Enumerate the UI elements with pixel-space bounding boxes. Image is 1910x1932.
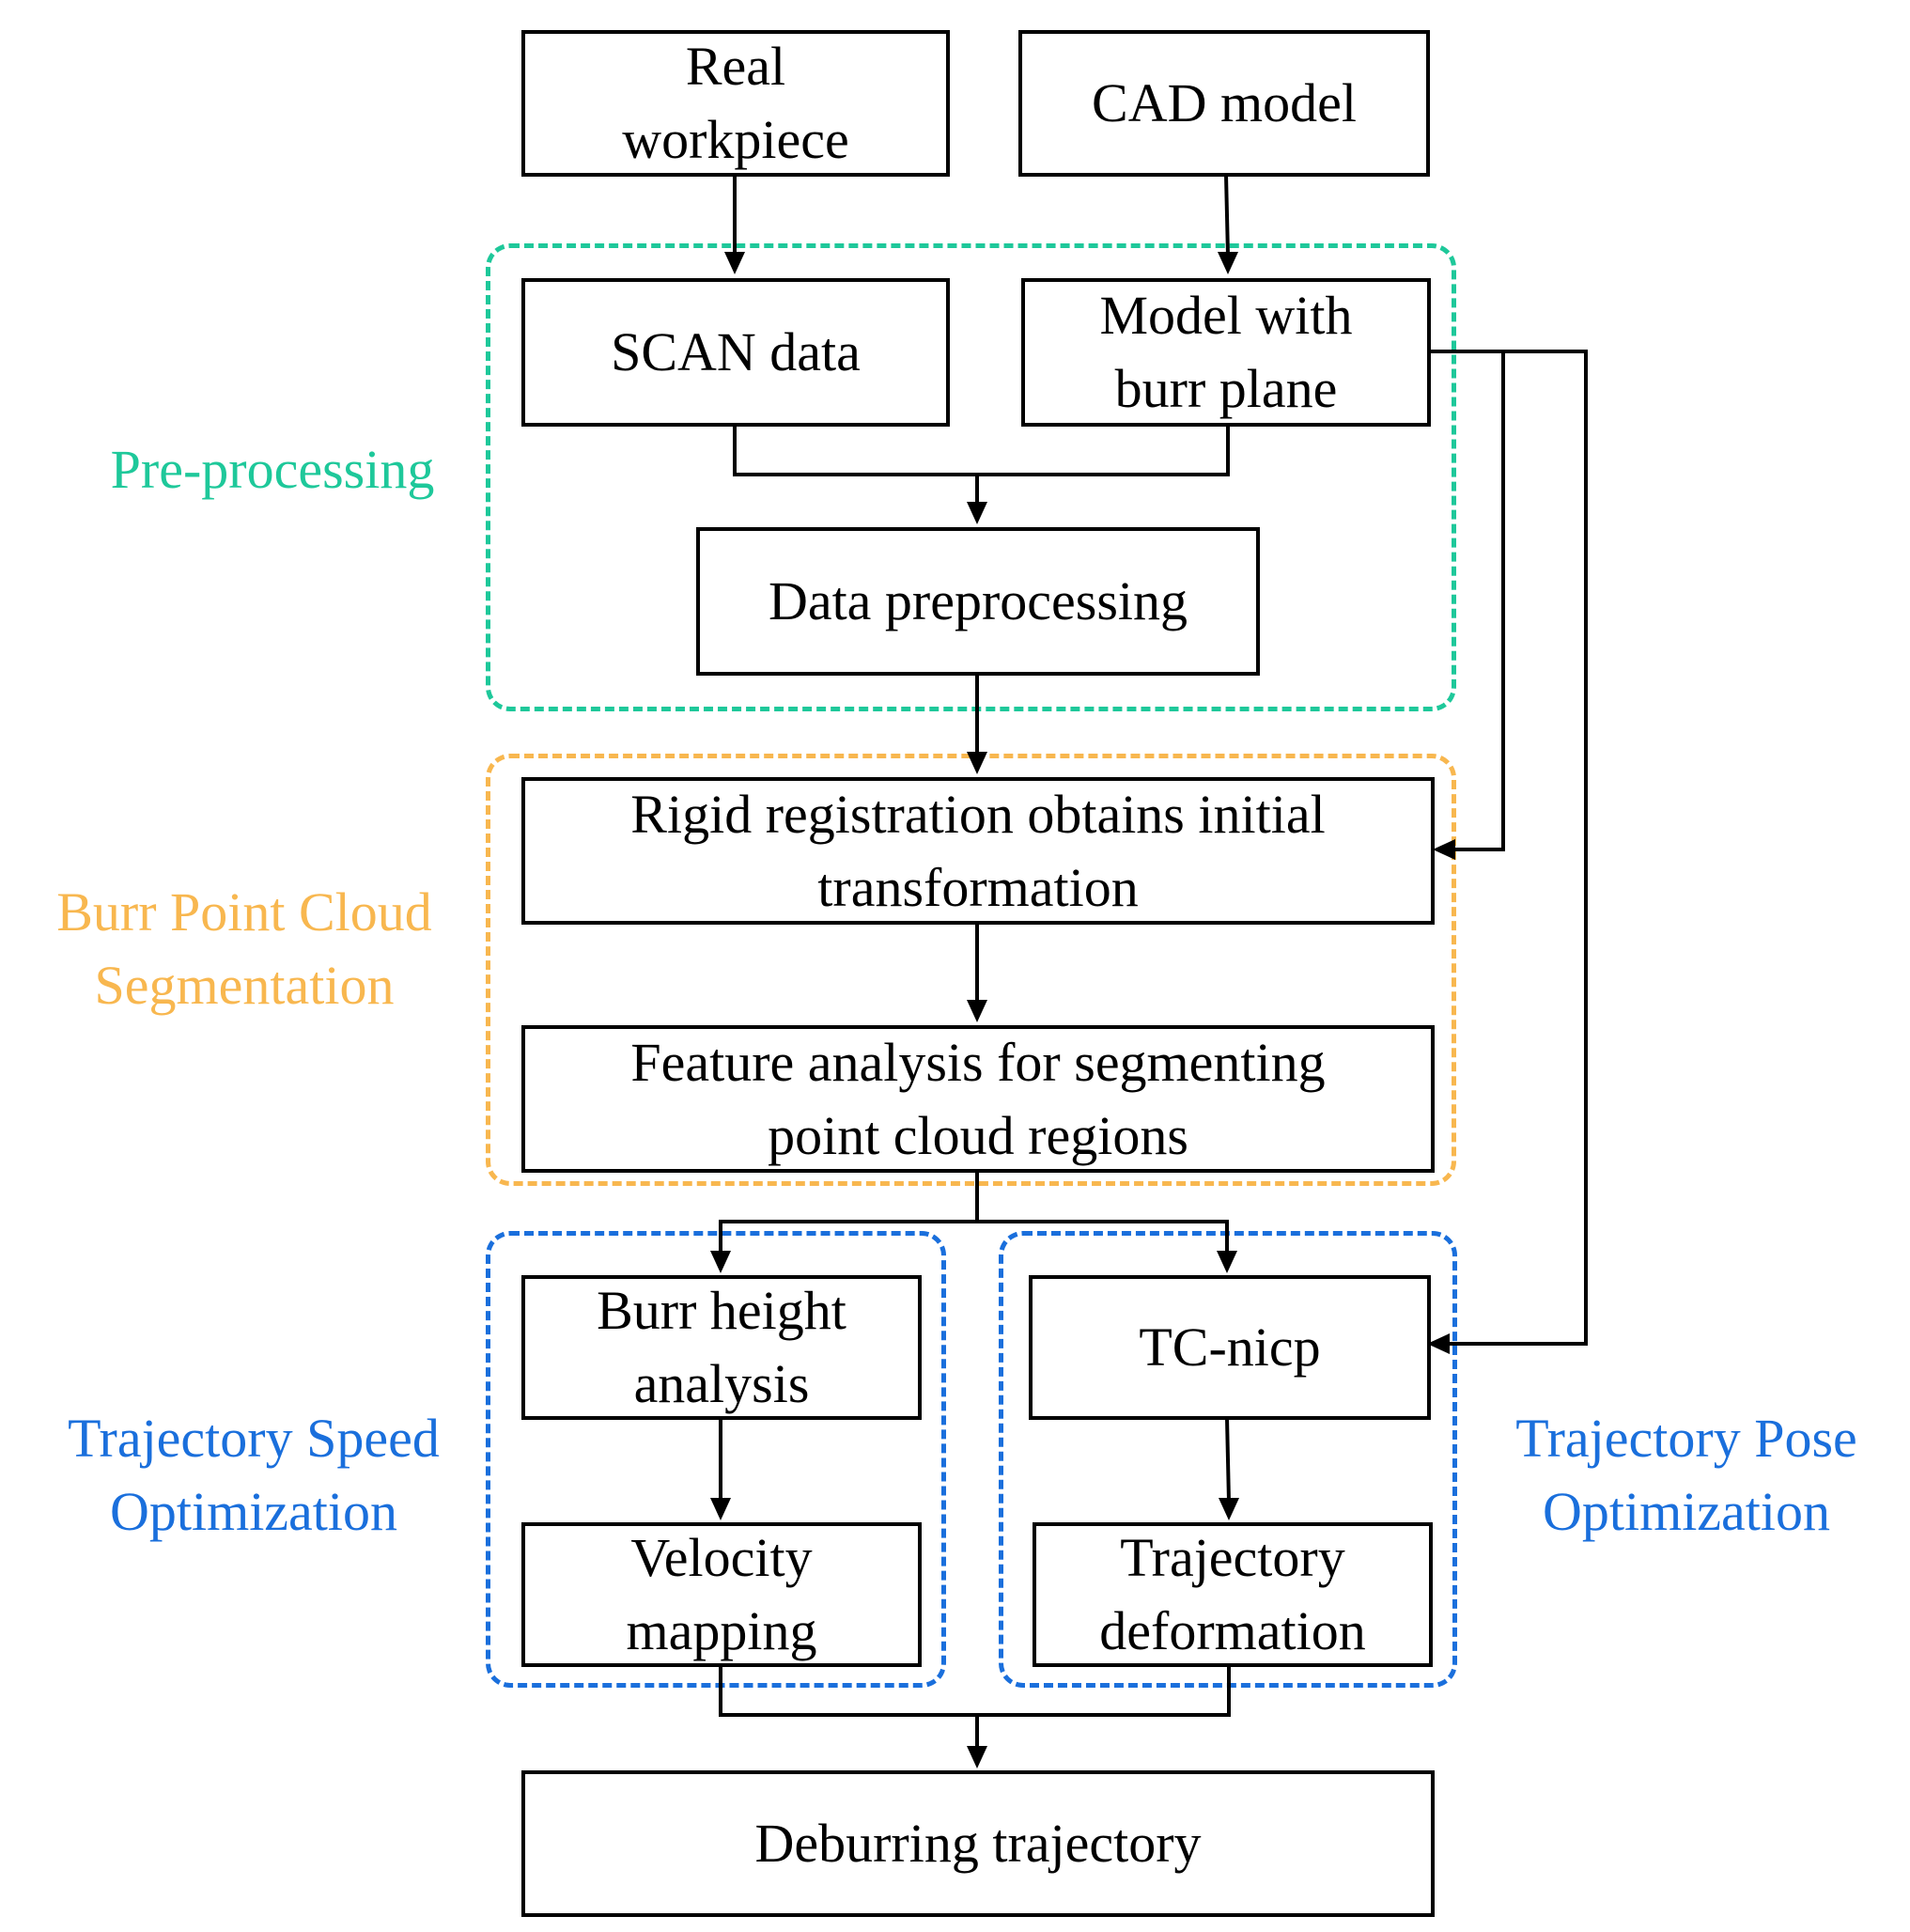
arrowhead [1219,1498,1239,1520]
speed-optimization-label: Trajectory Speed Optimization [19,1400,489,1550]
rigid-registration-line-2: transformation [817,856,1139,918]
segmentation-label-line-1: Burr Point Cloud [56,881,432,943]
cad-model-node: CAD model [1018,30,1430,177]
model-burr-plane-line-2: burr plane [1114,358,1338,419]
edge-velocity-to-merge [719,1665,977,1717]
real-workpiece-node: Real workpiece [521,30,950,177]
trajectory-deformation-node: Trajectory deformation [1033,1522,1433,1667]
edge-model-to-registration [1427,350,1505,851]
preprocessing-label-line: Pre-processing [110,439,435,500]
arrowhead [1218,252,1238,274]
segmentation-label-line-2: Segmentation [94,955,395,1016]
arrowhead [1427,1333,1450,1354]
rigid-registration-node: Rigid registration obtains initial trans… [521,777,1435,925]
arrowhead [710,1498,731,1520]
pose-optimization-label: Trajectory Pose Optimization [1470,1400,1902,1550]
edge-deformation-to-merge [977,1665,1231,1717]
tc-nicp-node: TC-nicp [1029,1275,1431,1420]
pose-optimization-label-line-1: Trajectory Pose [1515,1408,1857,1469]
burr-height-line-1: Burr height [597,1280,846,1341]
scan-data-line-1: SCAN data [611,321,861,382]
feature-analysis-node: Feature analysis for segmenting point cl… [521,1025,1435,1173]
cad-model-line-1: CAD model [1092,72,1357,133]
edge-tcnicp-to-deformation [1225,1417,1231,1503]
scan-data-node: SCAN data [521,278,950,427]
feature-analysis-line-1: Feature analysis for segmenting [630,1031,1326,1093]
segmentation-label: Burr Point Cloud Segmentation [9,874,479,1024]
edge-cad-to-model [1224,174,1230,257]
burr-height-node: Burr height analysis [521,1275,922,1420]
arrowhead [1217,1251,1237,1273]
edge-model-to-merge [977,425,1230,476]
arrowhead [967,752,987,774]
data-preprocessing-line-1: Data preprocessing [768,570,1188,631]
arrowhead [710,1251,731,1273]
edge-split-to-tcnicp [977,1220,1229,1254]
trajectory-deformation-line-1: Trajectory [1120,1527,1345,1588]
rigid-registration-line-1: Rigid registration obtains initial [630,783,1326,845]
arrowhead [1433,839,1455,860]
arrowhead [967,1000,987,1022]
speed-optimization-region [486,1231,946,1688]
feature-analysis-line-2: point cloud regions [768,1104,1188,1166]
velocity-mapping-line-2: mapping [626,1600,817,1661]
preprocessing-region [486,243,1456,711]
edge-scan-to-merge [733,425,977,476]
model-burr-plane-line-1: Model with [1099,285,1353,346]
deburring-trajectory-node: Deburring trajectory [521,1770,1435,1917]
arrowhead [724,252,745,274]
tc-nicp-line-1: TC-nicp [1139,1317,1321,1378]
velocity-mapping-line-1: Velocity [630,1527,813,1588]
pose-optimization-label-line-2: Optimization [1542,1481,1831,1542]
real-workpiece-line-2: workpiece [622,109,849,170]
real-workpiece-line-1: Real [685,36,786,97]
trajectory-deformation-line-2: deformation [1099,1600,1366,1661]
velocity-mapping-node: Velocity mapping [521,1522,922,1667]
edge-split-to-burr [719,1220,977,1254]
data-preprocessing-node: Data preprocessing [696,527,1260,676]
speed-optimization-label-line-1: Trajectory Speed [68,1408,440,1469]
speed-optimization-label-line-2: Optimization [109,1481,398,1542]
arrowhead [967,1746,987,1768]
model-burr-plane-node: Model with burr plane [1021,278,1431,427]
edge-model-to-tcnicp [1427,350,1588,1346]
deburring-trajectory-line-1: Deburring trajectory [754,1813,1202,1874]
arrowhead [967,502,987,524]
preprocessing-label: Pre-processing [38,432,507,507]
burr-height-line-2: analysis [633,1353,810,1414]
